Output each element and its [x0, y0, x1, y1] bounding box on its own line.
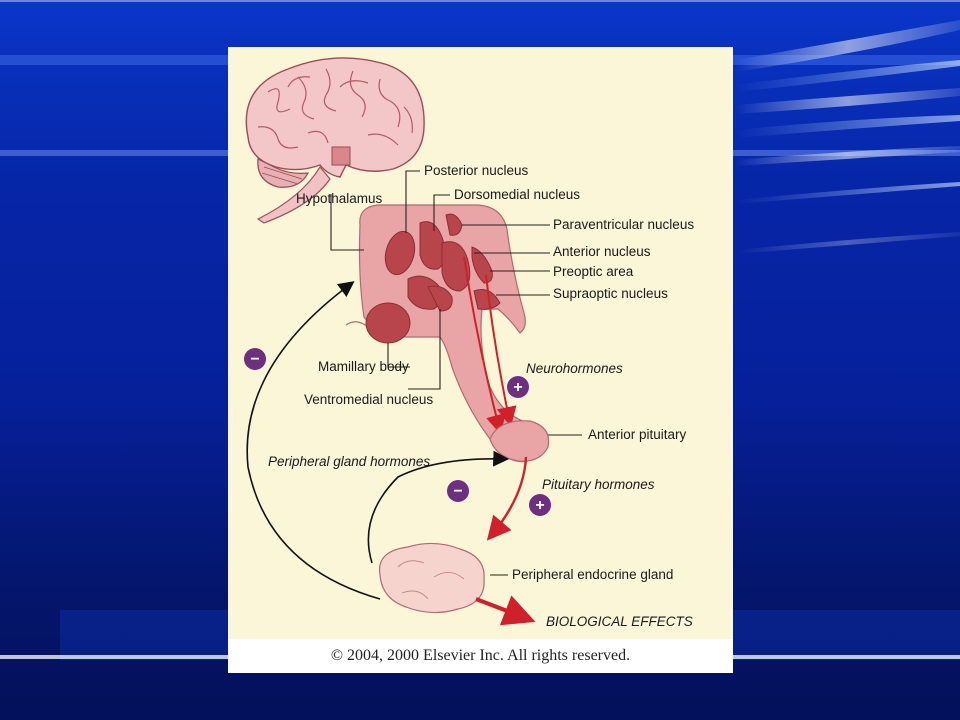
anterior-pituitary-shape: [489, 420, 550, 462]
brain-illustration: [245, 57, 425, 224]
label-peripheral-endocrine-gland: Peripheral endocrine gland: [512, 567, 673, 582]
svg-text:−: −: [250, 351, 259, 368]
svg-text:−: −: [453, 483, 462, 500]
leader-lines: [330, 170, 582, 576]
mamillary-body-shape: [365, 302, 411, 344]
biological-effects-arrow: [475, 595, 536, 626]
label-posterior-nucleus: Posterior nucleus: [424, 163, 529, 178]
label-pituitary-hormones: Pituitary hormones: [542, 477, 655, 492]
label-paraventricular-nucleus: Paraventricular nucleus: [553, 217, 694, 232]
label-anterior-pituitary: Anterior pituitary: [588, 427, 687, 442]
label-ventromedial-nucleus: Ventromedial nucleus: [304, 392, 433, 407]
label-biological-effects: BIOLOGICAL EFFECTS: [546, 614, 693, 629]
plus-badge-pituitary: +: [529, 494, 551, 516]
label-dorsomedial-nucleus: Dorsomedial nucleus: [454, 187, 580, 202]
hypothalamus-enlargement: [345, 204, 543, 463]
paraventricular-nucleus-shape: [445, 213, 463, 236]
copyright-notice: © 2004, 2000 Elsevier Inc. All rights re…: [228, 639, 733, 673]
hypothalamus-diagram: − − + + Hypothalamus Posterior nucleus D…: [244, 57, 694, 629]
label-peripheral-gland-hormones: Peripheral gland hormones: [268, 454, 430, 469]
label-hypothalamus: Hypothalamus: [296, 191, 383, 206]
minus-badge-outer: −: [244, 348, 266, 370]
supraoptic-nucleus-shape: [473, 289, 501, 310]
label-neurohormones: Neurohormones: [526, 361, 623, 376]
peripheral-gland-shape: [378, 542, 485, 614]
label-preoptic-area: Preoptic area: [553, 264, 634, 279]
feedback-arrows: [246, 281, 510, 600]
minus-badge-inner: −: [447, 480, 469, 502]
svg-text:+: +: [535, 497, 544, 514]
label-supraoptic-nucleus: Supraoptic nucleus: [553, 286, 668, 301]
label-mamillary-body: Mamillary body: [318, 359, 409, 374]
diagram-panel: − − + + Hypothalamus Posterior nucleus D…: [228, 47, 733, 673]
preoptic-area-shape: [471, 246, 493, 284]
plus-badge-neurohormones: +: [507, 376, 529, 398]
neurohormone-arrows: [463, 256, 517, 435]
ventromedial-nucleus-shape: [427, 285, 453, 312]
pituitary-hormones-arrow: [486, 456, 528, 541]
svg-text:+: +: [513, 379, 522, 396]
label-anterior-nucleus: Anterior nucleus: [553, 244, 651, 259]
